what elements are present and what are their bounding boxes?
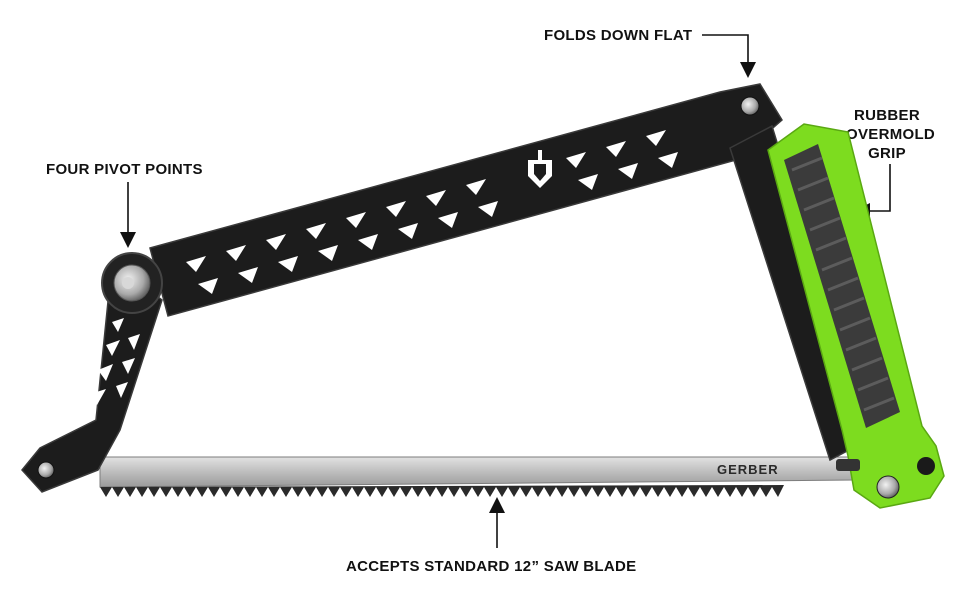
callout-arrows — [120, 34, 891, 548]
pivot-bolt-upper-right — [740, 96, 760, 116]
callout-grip-line-3: GRIP — [868, 145, 906, 162]
pivot-bolt-icon — [101, 252, 163, 314]
grip-bolt-side — [917, 457, 935, 475]
pivot-bolt-lower-left — [37, 461, 55, 479]
callout-grip-line-2: OVERMOLD — [846, 126, 936, 143]
arrow-grip — [854, 164, 891, 219]
handle-arm — [729, 123, 945, 509]
grip-bolt-lower — [876, 475, 900, 499]
frame-cutouts — [186, 130, 678, 294]
arrow-folds — [702, 34, 756, 78]
left-frame-arm — [21, 260, 163, 493]
gerber-shield-icon — [528, 150, 552, 188]
saw-blade: GERBER — [99, 456, 857, 497]
callout-rubber-grip: RUBBER OVERMOLD GRIP — [846, 106, 936, 163]
blade-brand-text: GERBER — [717, 462, 779, 477]
callout-folds-down-flat: FOLDS DOWN FLAT — [544, 27, 693, 44]
blade-teeth — [100, 485, 784, 497]
callout-grip-line-1: RUBBER — [854, 107, 920, 124]
top-frame-arm — [149, 83, 783, 317]
callout-four-pivot-points: FOUR PIVOT POINTS — [46, 161, 203, 178]
blade-pin — [836, 459, 860, 471]
callout-saw-blade: ACCEPTS STANDARD 12” SAW BLADE — [346, 558, 637, 575]
